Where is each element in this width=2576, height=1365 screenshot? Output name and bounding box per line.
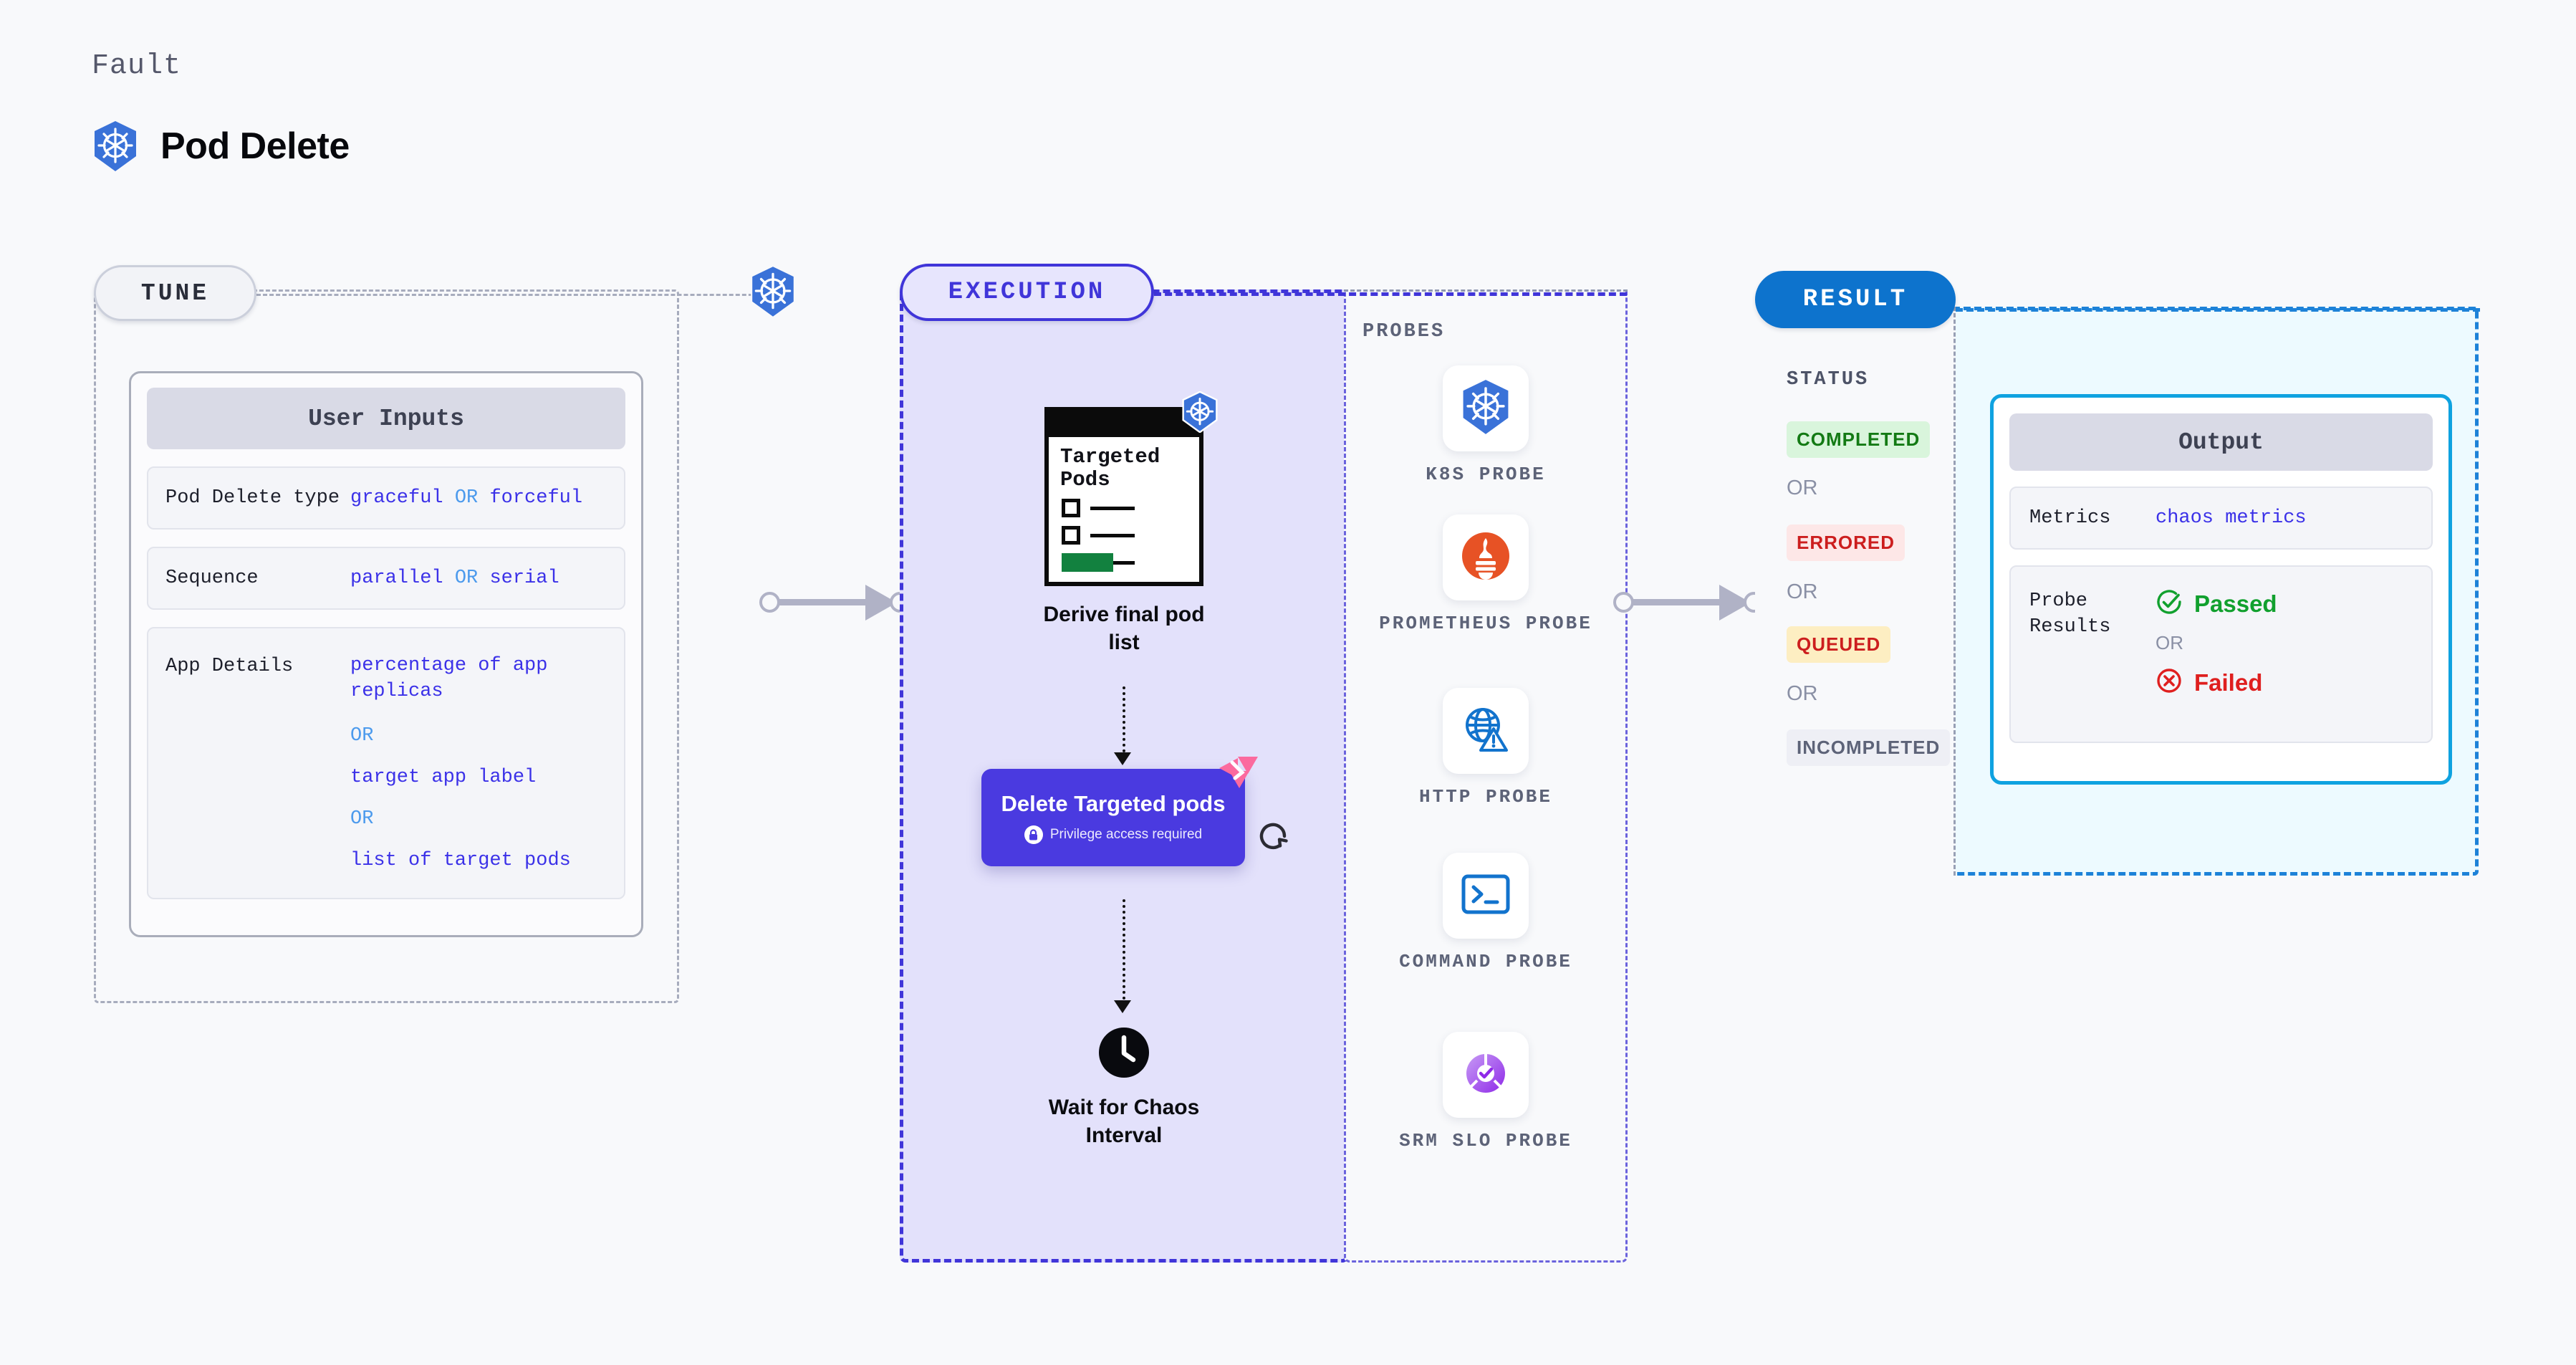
result-top-divider	[1956, 308, 2480, 312]
output-card-title: Output	[2009, 413, 2433, 471]
connector-dot-start	[759, 592, 780, 613]
probe-label: K8S PROBE	[1426, 464, 1546, 485]
row-value: chaos metrics	[2156, 507, 2307, 529]
status-or: OR	[1787, 580, 1818, 603]
tune-chip[interactable]: TUNE	[94, 265, 256, 321]
probe-result-passed: Passed	[2156, 588, 2277, 619]
probe-label: PROMETHEUS PROBE	[1379, 613, 1592, 634]
clock-icon	[1097, 1026, 1150, 1079]
probe-srm-slo[interactable]: SRM SLO PROBE	[1344, 1032, 1628, 1153]
result-status-column	[1755, 307, 1956, 876]
flow-arrow-head	[1114, 752, 1131, 765]
status-badge-completed: COMPLETED	[1787, 421, 1931, 458]
privilege-note: Privilege access required	[1024, 825, 1203, 845]
probe-label: HTTP PROBE	[1418, 786, 1553, 808]
kubernetes-icon	[92, 120, 139, 172]
status-badge-errored: ERRORED	[1787, 525, 1905, 561]
kubernetes-icon	[1460, 379, 1512, 439]
check-circle-icon	[2156, 588, 2183, 619]
row-key: Pod Delete type	[165, 487, 340, 509]
document-checklist-icon: Targeted Pods	[1044, 391, 1218, 586]
execution-chip[interactable]: EXECUTION	[900, 264, 1154, 321]
probe-http[interactable]: HTTP PROBE	[1344, 688, 1628, 809]
probe-tile	[1443, 853, 1529, 939]
node-caption: Derive final pod list	[1043, 603, 1205, 654]
flow-arrow-line	[1123, 899, 1125, 1005]
probe-tile	[1443, 688, 1529, 774]
status-or: OR	[1787, 476, 1818, 499]
document-title: Targeted Pods	[1060, 445, 1160, 492]
output-card: Output Metrics chaos metrics Probe Resul…	[1990, 394, 2452, 785]
privilege-note-label: Privilege access required	[1049, 827, 1203, 843]
status-or: OR	[1787, 682, 1818, 705]
probe-tile	[1443, 514, 1529, 600]
probe-result-failed: Failed	[2156, 667, 2277, 698]
row-value: parallel OR serial	[350, 567, 559, 589]
connector-execution-result	[1613, 580, 1767, 623]
fault-kicker: Fault	[92, 50, 182, 82]
node-wait-for-chaos-interval[interactable]: Wait for Chaos Interval	[1029, 1026, 1219, 1149]
row-value: Passed OR Failed	[2156, 588, 2277, 698]
connector-line	[771, 599, 878, 605]
table-row-app-details[interactable]: App Details percentage of app replicas O…	[147, 627, 625, 899]
prometheus-icon	[1459, 530, 1512, 586]
result-chip[interactable]: RESULT	[1755, 271, 1956, 328]
lock-icon	[1024, 825, 1043, 845]
probe-result-passed-label: Passed	[2194, 590, 2277, 617]
table-row[interactable]: Pod Delete type graceful OR forceful	[147, 466, 625, 530]
node-title: Delete Targeted pods	[1001, 790, 1226, 816]
probe-result-or: OR	[2156, 632, 2183, 653]
flow-arrow-head	[1114, 1000, 1131, 1013]
status-badge-queued: QUEUED	[1787, 626, 1891, 663]
probe-command[interactable]: COMMAND PROBE	[1344, 853, 1628, 974]
node-derive-final-pod-list[interactable]: Targeted Pods Derive final pod list	[1029, 391, 1219, 656]
tune-top-divider	[256, 294, 772, 296]
row-key: App Details	[165, 656, 294, 677]
user-inputs-title: User Inputs	[147, 388, 625, 449]
probe-tile	[1443, 1032, 1529, 1118]
page-title: Pod Delete	[160, 125, 350, 167]
row-key: Sequence	[165, 567, 259, 589]
probes-section-label: PROBES	[1363, 321, 1446, 343]
user-inputs-card: User Inputs Pod Delete type graceful OR …	[129, 371, 643, 937]
globe-warning-icon	[1459, 703, 1512, 760]
probe-result-failed-label: Failed	[2194, 669, 2263, 696]
litmuschaos-icon	[1216, 754, 1261, 799]
connector-dot-start	[1613, 592, 1634, 613]
x-circle-icon	[2156, 667, 2183, 698]
row-key: Metrics	[2029, 507, 2111, 529]
flow-arrow-line	[1123, 686, 1125, 758]
row-key: Probe Results	[2029, 590, 2111, 638]
execution-top-divider	[1154, 292, 1627, 296]
node-caption: Wait for Chaos Interval	[1048, 1096, 1200, 1147]
fault-title-row: Pod Delete	[92, 120, 350, 172]
table-row[interactable]: Sequence parallel OR serial	[147, 547, 625, 610]
slo-donut-check-icon	[1459, 1047, 1512, 1103]
connector-line	[1625, 599, 1732, 605]
kubernetes-icon	[1181, 391, 1219, 436]
output-row-probe-results[interactable]: Probe Results Passed OR	[2009, 565, 2433, 743]
probes-panel-top-border	[1344, 289, 1628, 292]
row-value: percentage of app replicas OR target app…	[350, 655, 571, 871]
probe-label: COMMAND PROBE	[1399, 951, 1572, 972]
probe-prometheus[interactable]: PROMETHEUS PROBE	[1344, 514, 1628, 636]
status-badge-incompleted: INCOMPLETED	[1787, 729, 1951, 766]
kubernetes-icon	[749, 264, 797, 322]
tune-panel	[94, 289, 679, 1003]
output-row-metrics[interactable]: Metrics chaos metrics	[2009, 487, 2433, 550]
connector-tune-execution	[759, 580, 913, 623]
probe-tile	[1443, 365, 1529, 451]
probe-k8s[interactable]: K8S PROBE	[1344, 365, 1628, 487]
status-label: STATUS	[1787, 369, 1870, 391]
retry-icon[interactable]	[1254, 817, 1292, 859]
node-delete-targeted-pods[interactable]: Delete Targeted pods Privilege access re…	[981, 769, 1245, 866]
probe-label: SRM SLO PROBE	[1399, 1130, 1572, 1151]
terminal-icon	[1459, 872, 1512, 920]
row-value: graceful OR forceful	[350, 487, 583, 509]
